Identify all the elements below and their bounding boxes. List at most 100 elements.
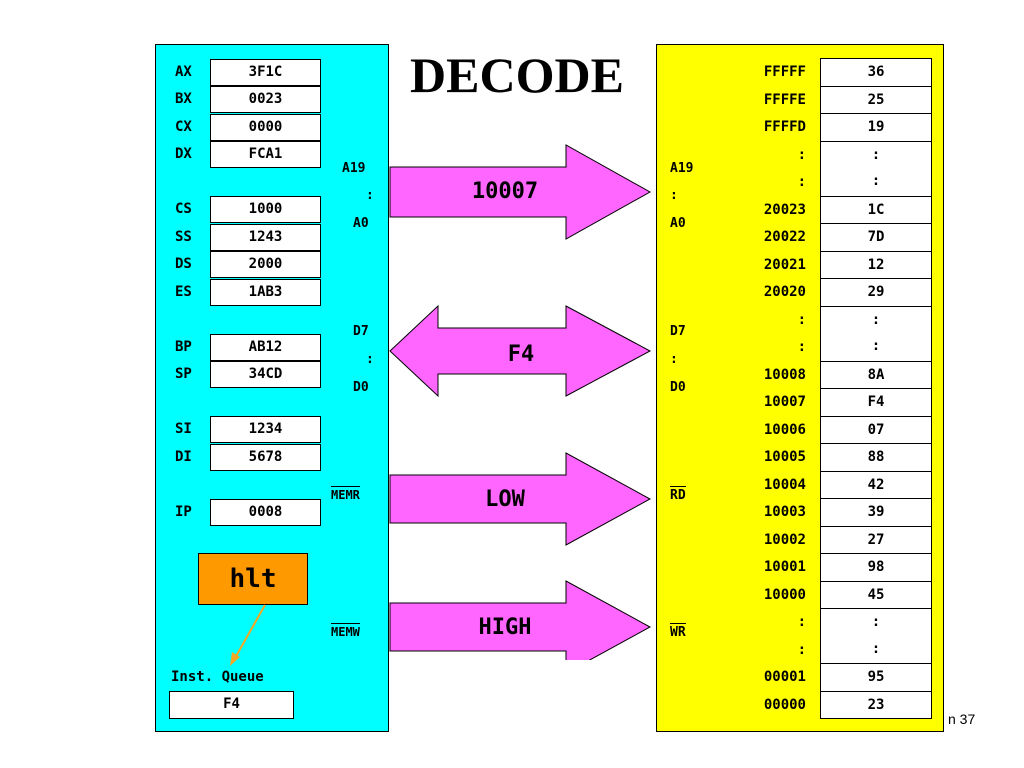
memory-cell: 39 bbox=[820, 498, 932, 527]
memory-address: : bbox=[797, 339, 806, 355]
memr-bus-arrow bbox=[389, 452, 652, 546]
register-name-es: ES bbox=[175, 284, 192, 300]
memory-cell: 25 bbox=[820, 85, 932, 114]
register-name-cs: CS bbox=[175, 201, 192, 217]
read-signal-value: LOW bbox=[485, 487, 525, 512]
register-name-ss: SS bbox=[175, 229, 192, 245]
memory-cell: 12 bbox=[820, 250, 932, 279]
memory-cell: 98 bbox=[820, 553, 932, 582]
cpu-pin-a19: A19 bbox=[342, 161, 366, 176]
memory-cell: 8A bbox=[820, 360, 932, 389]
mem-pin-d0: D0 bbox=[670, 380, 686, 395]
cpu-pin-a0: A0 bbox=[353, 216, 369, 231]
bus-arrows bbox=[389, 144, 652, 660]
cpu-pin-d0: D0 bbox=[353, 380, 369, 395]
register-value-cx: 0000 bbox=[210, 114, 321, 141]
address-bus-arrow bbox=[389, 144, 652, 240]
register-value-ax: 3F1C bbox=[210, 59, 321, 86]
memory-address: : bbox=[797, 146, 806, 163]
memory-address: FFFFF bbox=[763, 64, 806, 80]
register-name-bx: BX bbox=[175, 91, 192, 107]
memory-address: 10001 bbox=[763, 559, 806, 575]
memory-cell: 7D bbox=[820, 223, 932, 252]
memory-address: 00000 bbox=[763, 696, 806, 713]
memory-cell: 36 bbox=[820, 58, 932, 87]
memory-cell: : bbox=[820, 168, 932, 197]
mem-pin-data-colon: : bbox=[670, 352, 678, 367]
register-value-si: 1234 bbox=[210, 416, 321, 443]
memory-cell: 45 bbox=[820, 580, 932, 609]
memory-cell: : bbox=[820, 333, 932, 362]
register-name-si: SI bbox=[175, 421, 192, 437]
memory-cell: 27 bbox=[820, 525, 932, 554]
register-name-ip: IP bbox=[175, 504, 192, 520]
page-title: DECODE bbox=[410, 47, 624, 103]
memory-address: FFFFE bbox=[763, 91, 806, 108]
memory-cell: 1C bbox=[820, 195, 932, 224]
cpu-pin-addr-colon: : bbox=[366, 188, 374, 203]
memory-cell: 95 bbox=[820, 663, 932, 692]
memory-address: 10008 bbox=[763, 366, 806, 383]
register-name-cx: CX bbox=[175, 119, 192, 135]
memory-address: 10005 bbox=[763, 449, 806, 465]
cpu-pin-data-colon: : bbox=[366, 352, 374, 367]
hlt-instruction-box: hlt bbox=[198, 553, 308, 605]
memory-address: 10006 bbox=[763, 421, 806, 438]
register-value-cs: 1000 bbox=[210, 196, 321, 223]
memory-address: 20023 bbox=[763, 201, 806, 218]
mem-pin-a0: A0 bbox=[670, 216, 686, 231]
data-bus-arrow bbox=[389, 304, 652, 398]
register-value-sp: 34CD bbox=[210, 361, 321, 388]
write-signal-value: HIGH bbox=[478, 615, 532, 640]
data-bus-value: F4 bbox=[507, 342, 535, 367]
register-name-sp: SP bbox=[175, 366, 192, 382]
memory-cell: : bbox=[820, 608, 932, 637]
memory-address: : bbox=[797, 614, 806, 630]
mem-pin-a19: A19 bbox=[670, 161, 694, 176]
cpu-pin-memr: MEMR bbox=[331, 486, 360, 502]
memw-bus-arrow bbox=[389, 580, 652, 660]
slide-number: n 37 bbox=[948, 711, 976, 727]
register-name-bp: BP bbox=[175, 339, 192, 355]
inst-queue-value: F4 bbox=[169, 691, 294, 719]
mem-pin-d7: D7 bbox=[670, 324, 686, 339]
memory-cell: F4 bbox=[820, 388, 932, 417]
cpu-pin-d7: D7 bbox=[353, 324, 369, 339]
memory-address: 10000 bbox=[763, 586, 806, 603]
memory-cell: : bbox=[820, 635, 932, 664]
memory-address: 10002 bbox=[763, 531, 806, 548]
memory-address: 10003 bbox=[763, 504, 806, 520]
inst-queue-label: Inst. Queue bbox=[171, 669, 264, 685]
memory-address: 10004 bbox=[763, 476, 806, 493]
memory-address: 20021 bbox=[763, 256, 806, 273]
memory-address: : bbox=[797, 174, 806, 190]
memory-cell: : bbox=[820, 140, 932, 169]
memory-cell: 42 bbox=[820, 470, 932, 499]
hlt-pointer-arrow bbox=[230, 604, 266, 666]
memory-address: FFFFD bbox=[763, 119, 806, 135]
mem-pin-wr: WR bbox=[670, 623, 686, 640]
memory-cell: 88 bbox=[820, 443, 932, 472]
register-name-di: DI bbox=[175, 449, 192, 465]
register-value-ip: 0008 bbox=[210, 499, 321, 526]
cpu-pin-memw: MEMW bbox=[331, 623, 360, 639]
mem-pin-rd: RD bbox=[670, 486, 686, 503]
register-value-ss: 1243 bbox=[210, 224, 321, 251]
register-value-ds: 2000 bbox=[210, 251, 321, 278]
register-value-es: 1AB3 bbox=[210, 279, 321, 306]
register-value-di: 5678 bbox=[210, 444, 321, 471]
memory-cell: : bbox=[820, 305, 932, 334]
memory-cell: 29 bbox=[820, 278, 932, 307]
register-value-dx: FCA1 bbox=[210, 141, 321, 168]
address-bus-value: 10007 bbox=[471, 179, 539, 204]
memory-address: 10007 bbox=[763, 394, 806, 410]
memory-cell: 23 bbox=[820, 690, 932, 719]
memory-cell: 07 bbox=[820, 415, 932, 444]
mem-pin-addr-colon: : bbox=[670, 188, 678, 203]
memory-address: : bbox=[797, 311, 806, 328]
memory-address: 00001 bbox=[763, 669, 806, 685]
register-name-ds: DS bbox=[175, 256, 192, 272]
memory-cell: 19 bbox=[820, 113, 932, 142]
register-name-ax: AX bbox=[175, 64, 192, 80]
memory-address: : bbox=[797, 641, 806, 658]
